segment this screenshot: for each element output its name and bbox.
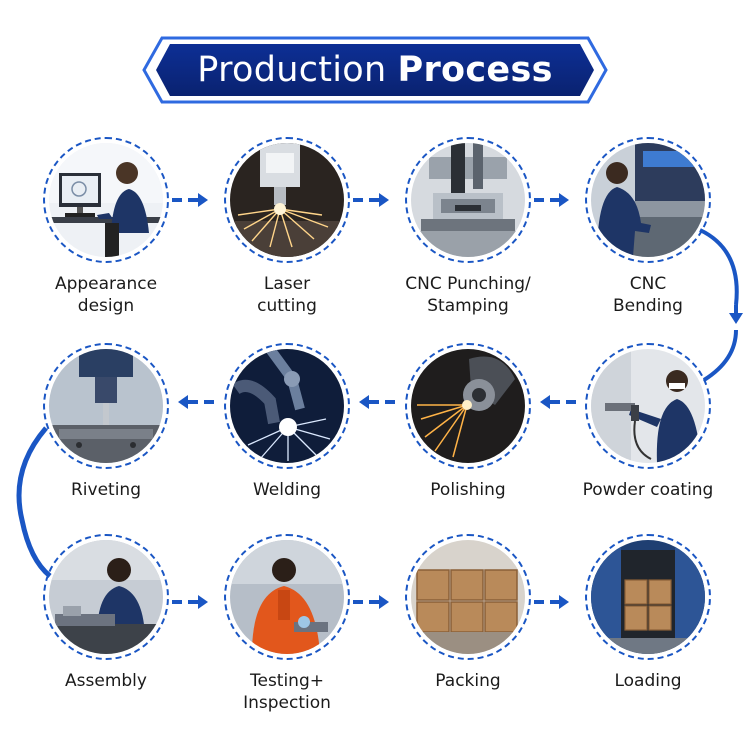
- wooden-crates-icon: [411, 540, 525, 654]
- step-photo-frame: [585, 534, 711, 660]
- arrow-left: [178, 395, 214, 409]
- riveting-machine-icon: [49, 349, 163, 463]
- press-brake-operator-icon: [591, 143, 705, 257]
- step-photo-frame: [405, 137, 531, 263]
- step-photo-frame: [43, 534, 169, 660]
- arrow-curve-left: [16, 426, 52, 578]
- arrow-right: [172, 193, 208, 207]
- step-laser-cutting: Laser cutting: [207, 137, 367, 317]
- arrow-right: [534, 595, 569, 609]
- step-loading: Loading: [568, 534, 728, 714]
- arrow-left: [359, 395, 395, 409]
- welding-robot-icon: [230, 349, 344, 463]
- step-label: Assembly: [65, 671, 147, 691]
- step-appearance-design: Appearance design: [26, 137, 186, 317]
- step-photo-frame: [585, 137, 711, 263]
- step-label: Riveting: [70, 480, 141, 500]
- step-photo-frame: [224, 343, 350, 469]
- step-assembly: Assembly: [26, 534, 186, 714]
- step-label: Packing: [435, 671, 501, 691]
- assembly-worker-icon: [49, 540, 163, 654]
- arrow-right: [353, 193, 389, 207]
- step-photo-frame: [224, 137, 350, 263]
- step-welding: Welding: [207, 343, 367, 523]
- step-label: Laser cutting: [257, 274, 317, 316]
- grinder-sparks-icon: [411, 349, 525, 463]
- step-testing-inspection: Testing+ Inspection: [207, 534, 367, 714]
- step-label: Polishing: [430, 480, 506, 500]
- punch-press-icon: [411, 143, 525, 257]
- step-riveting: Riveting: [26, 343, 186, 523]
- step-label: Powder coating: [582, 480, 714, 500]
- title-part-1: Production: [197, 50, 387, 90]
- step-powder-coating: Powder coating: [568, 343, 728, 523]
- step-cnc-bending: CNC Bending: [568, 137, 728, 317]
- arrow-curve-right: [699, 228, 743, 382]
- step-label: Testing+ Inspection: [243, 671, 331, 713]
- step-photo-frame: [405, 534, 531, 660]
- spray-gun-operator-icon: [591, 349, 705, 463]
- step-label: CNC Bending: [613, 274, 683, 316]
- laser-sparks-icon: [230, 143, 344, 257]
- step-photo-frame: [405, 343, 531, 469]
- step-label: Appearance design: [54, 274, 158, 316]
- step-label: Welding: [252, 480, 322, 500]
- arrow-right: [172, 595, 208, 609]
- step-polishing: Polishing: [388, 343, 548, 523]
- title-part-2: Process: [397, 50, 553, 90]
- designer-at-computer-icon: [49, 143, 163, 257]
- step-packing: Packing: [388, 534, 548, 714]
- step-photo-frame: [585, 343, 711, 469]
- container-loading-icon: [591, 540, 705, 654]
- step-photo-frame: [43, 343, 169, 469]
- step-label: CNC Punching/ Stamping: [405, 274, 531, 316]
- step-label: Loading: [614, 671, 682, 691]
- inspection-worker-icon: [230, 540, 344, 654]
- step-cnc-punching-stamping: CNC Punching/ Stamping: [388, 137, 548, 317]
- step-photo-frame: [43, 137, 169, 263]
- arrow-right: [534, 193, 569, 207]
- banner-shape: [142, 36, 608, 104]
- step-photo-frame: [224, 534, 350, 660]
- arrow-left: [540, 395, 576, 409]
- arrow-right: [353, 595, 389, 609]
